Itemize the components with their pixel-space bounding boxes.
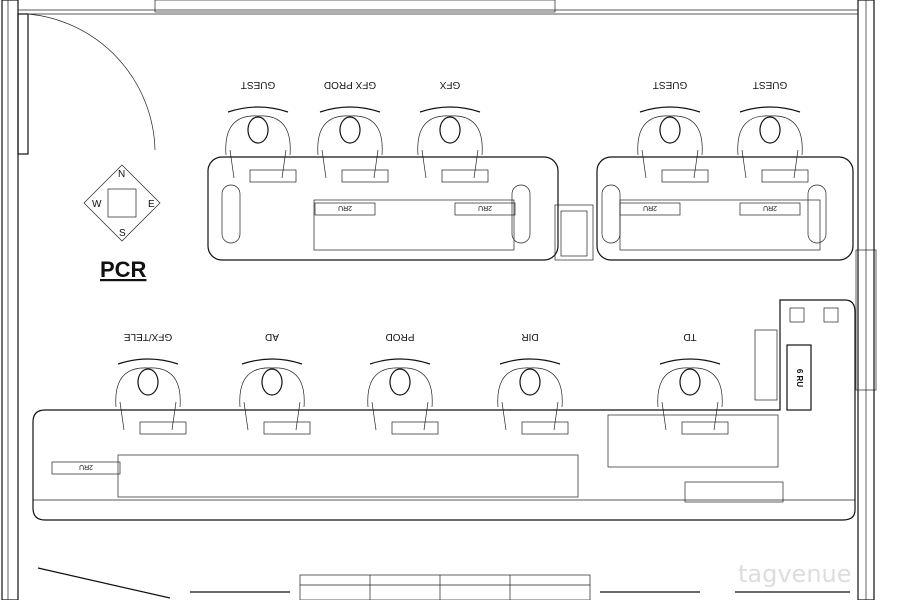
position-label: DIR — [521, 331, 538, 342]
position-label: GUEST — [753, 79, 787, 90]
compass-w: W — [92, 199, 102, 210]
operator-seat: AD — [239, 331, 311, 435]
operator-seat: GUEST — [225, 79, 297, 183]
operator-seat: DIR — [497, 331, 569, 435]
svg-text:2RU: 2RU — [338, 204, 352, 211]
operator-seat: GUEST — [637, 79, 709, 183]
top-right-desk — [596, 156, 854, 261]
operator-seat: GFX/TELE — [115, 331, 187, 435]
rack-6ru-label: 6 RU — [795, 369, 804, 387]
position-label: PROD — [386, 331, 415, 342]
position-label: GFX PROD — [324, 79, 376, 90]
monitor-wall — [37, 567, 850, 600]
rack-2ru: 2RU 2RU 2RU 2RU — [314, 202, 801, 216]
operator-seat: GFX — [417, 79, 489, 183]
door — [17, 13, 156, 155]
svg-text:2RU: 2RU — [79, 463, 93, 470]
operator-seat: GUEST — [737, 79, 809, 183]
operator-seat: TD — [657, 331, 729, 435]
svg-text:2RU: 2RU — [643, 204, 657, 211]
position-label: GFX — [439, 79, 460, 90]
compass-n: N — [118, 169, 125, 180]
position-label: TD — [683, 331, 696, 342]
operator-seat: GFX PROD — [317, 79, 389, 183]
position-label: GUEST — [241, 79, 275, 90]
position-label: GFX/TELE — [124, 331, 173, 342]
operator-seat: PROD — [367, 331, 439, 435]
walls — [1, 0, 877, 600]
top-left-desk — [207, 156, 594, 261]
position-label: GUEST — [653, 79, 687, 90]
room-title: PCR — [100, 257, 147, 282]
svg-text:2RU: 2RU — [478, 204, 492, 211]
operators: GUEST GFX PROD GFX GUEST GUEST GFX/TELE … — [115, 79, 809, 435]
compass-s: S — [119, 228, 126, 239]
bottom-desk: 6 RU 2RU — [32, 299, 856, 521]
watermark: tagvenue — [738, 560, 852, 588]
compass-icon: N E S W — [83, 164, 161, 242]
position-label: AD — [265, 331, 279, 342]
svg-text:2RU: 2RU — [763, 204, 777, 211]
compass-e: E — [148, 199, 155, 210]
